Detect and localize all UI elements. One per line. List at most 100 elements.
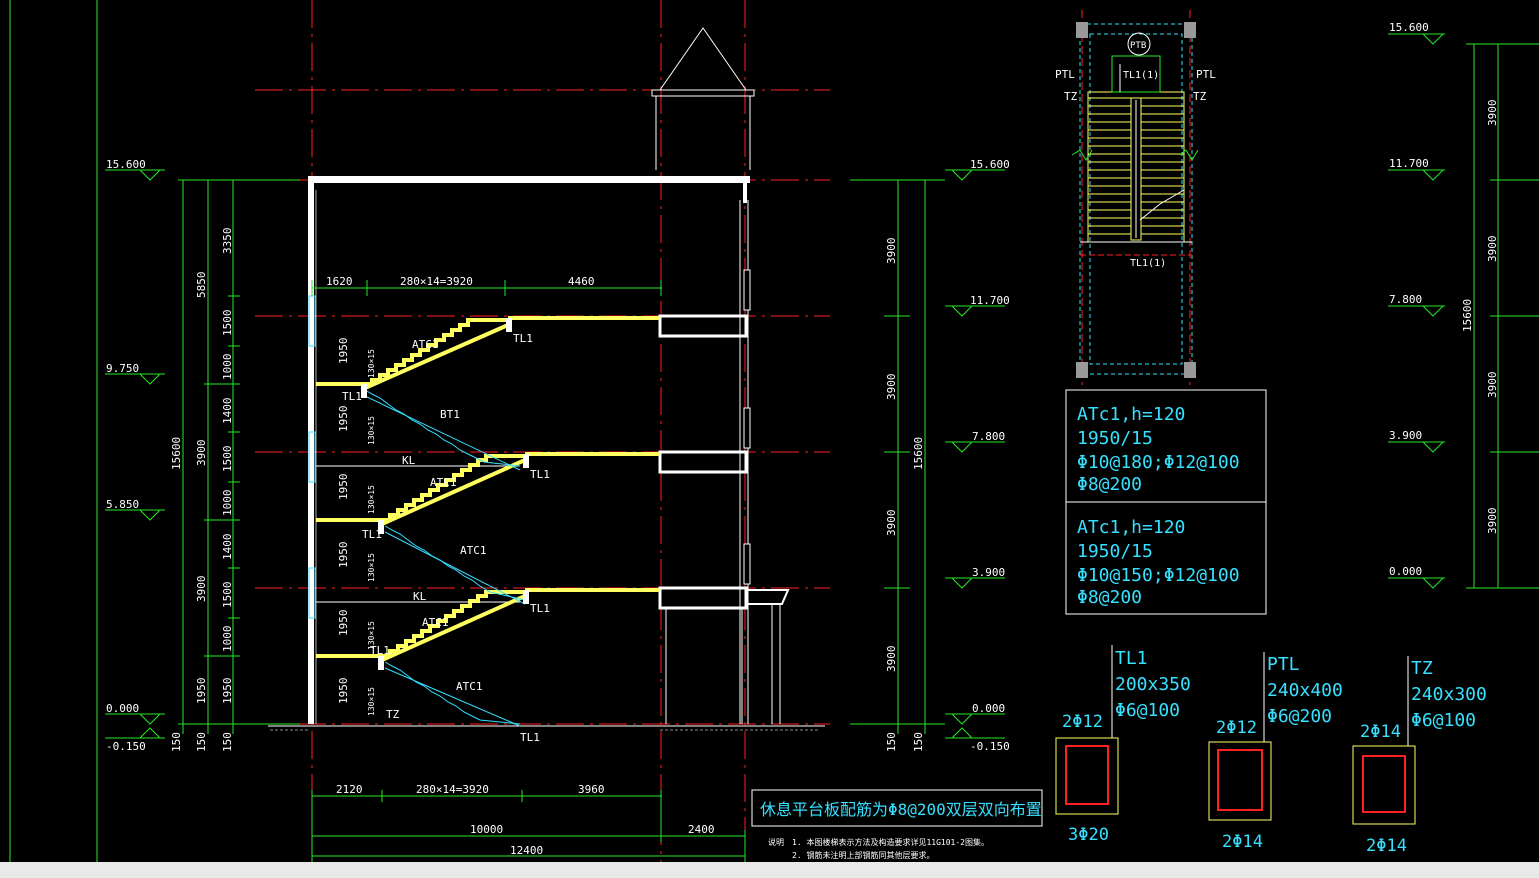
dim-150-c: 150: [221, 732, 234, 752]
notes-line-2: 2. 钢筋未注明上部钢筋同其他层要求。: [792, 850, 934, 860]
beam-detail-ptl: PTL 240x400 Φ6@200 2Φ12 2Φ14: [1208, 652, 1343, 852]
beam-tz-name: TZ: [1411, 658, 1433, 679]
beam-tz-bottom: 2Φ14: [1366, 836, 1407, 856]
beam-tl1-top: 2Φ12: [1062, 712, 1103, 732]
far-elev-0000: 0.000: [1389, 565, 1422, 578]
beam-tl1-name: TL1: [1115, 648, 1148, 669]
beam-tl1-size: 200x350: [1115, 674, 1191, 695]
flight-steps-c: 130×15: [367, 485, 376, 514]
beam-ptl-stirrup: Φ6@200: [1267, 706, 1332, 727]
label-kl-b: KL: [413, 590, 427, 603]
label-atc1-d: ATC1: [422, 616, 449, 629]
flight-dim-d: 1950: [337, 542, 350, 569]
beam-ptl-top: 2Φ12: [1216, 718, 1257, 738]
far-elev-3900: 3.900: [1389, 429, 1422, 442]
right-dim-15600: 15600: [912, 437, 925, 470]
flight-dim-a: 1950: [337, 338, 350, 365]
bottom-dim-12400: 12400: [510, 844, 543, 857]
elev-minus-0150: -0.150: [106, 740, 146, 753]
left-elevations: 15.600 9.750 5.850 0.000 -0.150: [105, 158, 165, 753]
dim-150-b: 150: [195, 732, 208, 752]
notes-block: 休息平台板配筋为Φ8@200双层双向布置 说明 1. 本图楼梯表示方法及构造要求…: [751, 789, 1043, 860]
top-dim-4460: 4460: [568, 275, 595, 288]
left-dim-chains: [178, 179, 300, 734]
spec-upper-2: Φ10@180;Φ12@100: [1077, 452, 1240, 473]
top-dim-steps: 280×14=3920: [400, 275, 473, 288]
label-atc1-a: ATC1: [412, 338, 439, 351]
flight-steps-b: 130×15: [367, 416, 376, 445]
label-atc1-b: ATC1: [430, 476, 457, 489]
flight-steps-a: 130×15: [367, 349, 376, 378]
notes-head: 说明: [768, 837, 784, 847]
spec-upper-0: ATc1,h=120: [1077, 404, 1185, 425]
bottom-dim-steps: 280×14=3920: [416, 783, 489, 796]
dim-1000-a: 1000: [221, 354, 234, 381]
spec-lower-1: 1950/15: [1077, 541, 1153, 562]
label-tl1-c: TL1: [530, 468, 550, 481]
flight-dim-b: 1950: [337, 406, 350, 433]
spec-lower-3: Φ8@200: [1077, 587, 1142, 608]
far-dim-3900-b: 3900: [1486, 236, 1499, 263]
label-atc1-c: ATC1: [460, 544, 487, 557]
far-elev-11700: 11.700: [1389, 157, 1429, 170]
right-elev-7800: 7.800: [972, 430, 1005, 443]
top-dims: 1620 280×14=3920 4460: [311, 275, 662, 296]
right-elev-11700: 11.700: [970, 294, 1010, 307]
elev-15600: 15.600: [106, 158, 146, 171]
plan-tag-tl1-top: TL1(1): [1123, 70, 1159, 81]
beam-tl1-stirrup: Φ6@100: [1115, 700, 1180, 721]
far-dim-3900-d: 3900: [1486, 508, 1499, 535]
plan-tag-tl1-bottom: TL1(1): [1130, 258, 1166, 269]
status-bar: [0, 862, 1539, 878]
beam-ptl-name: PTL: [1267, 654, 1300, 675]
notes-line-1: 1. 本图楼梯表示方法及构造要求详见11G101-2图集。: [792, 837, 989, 847]
far-dim-3900-a: 3900: [1486, 100, 1499, 127]
platform-note-title: 休息平台板配筋为Φ8@200双层双向布置: [760, 800, 1042, 819]
top-dim-1620: 1620: [326, 275, 353, 288]
dim-150-a: 150: [170, 732, 183, 752]
right-elevations: 15.600 11.700 7.800 3.900 0.000 -0.150 3…: [850, 158, 1010, 753]
plan-tag-tz-right: TZ: [1193, 90, 1207, 103]
bottom-dim-2400: 2400: [688, 823, 715, 836]
label-tl1-e: TL1: [530, 602, 550, 615]
left-dim-texts: 15600 5850 3900 3900 1950 150 150 3350 1…: [170, 228, 234, 753]
label-tz: TZ: [386, 708, 400, 721]
label-tl1-a: TL1: [513, 332, 533, 345]
right-dim-150-a: 150: [885, 732, 898, 752]
bottom-dim-3960: 3960: [578, 783, 605, 796]
plan-tag-ptb: PTB: [1130, 41, 1146, 51]
far-dim-3900-c: 3900: [1486, 372, 1499, 399]
label-tl1-d: TL1: [362, 528, 382, 541]
dim-1400-a: 1400: [221, 398, 234, 425]
dim-total-15600: 15600: [170, 437, 183, 470]
elev-5850: 5.850: [106, 498, 139, 511]
beam-tz-size: 240x300: [1411, 684, 1487, 705]
spec-box: ATc1,h=120 1950/15 Φ10@180;Φ12@100 Φ8@20…: [1065, 389, 1267, 615]
flight-dim-e: 1950: [337, 610, 350, 637]
dim-1500-b: 1500: [221, 446, 234, 473]
bottom-dim-2120: 2120: [336, 783, 363, 796]
stair-plan: PTB PTL PTL TZ TZ TL1(1) TL1(1): [1055, 10, 1216, 385]
plan-tag-ptl-left: PTL: [1055, 68, 1075, 81]
label-atc1-e: ATC1: [456, 680, 483, 693]
beam-detail-tl1: TL1 200x350 Φ6@100 2Φ12 3Φ20: [1055, 645, 1191, 845]
beam-tz-top: 2Φ14: [1360, 722, 1401, 742]
stair-labels: ATC1 BT1 ATC1 ATC1 ATC1 ATC1 TL1 TL1 TL1…: [337, 332, 550, 744]
flight-steps-e: 130×15: [367, 621, 376, 650]
right-elev-minus-0150: -0.150: [970, 740, 1010, 753]
beam-tz-stirrup: Φ6@100: [1411, 710, 1476, 731]
building-section: [268, 176, 825, 731]
dim-1950-a: 1950: [195, 678, 208, 705]
flight-dim-f: 1950: [337, 678, 350, 705]
dim-1950-b: 1950: [221, 678, 234, 705]
dim-3350: 3350: [221, 228, 234, 255]
label-tl1-g: TL1: [520, 731, 540, 744]
right-elev-3900: 3.900: [972, 566, 1005, 579]
dim-1400-b: 1400: [221, 534, 234, 561]
elev-9750: 9.750: [106, 362, 139, 375]
dim-1500-a: 1500: [221, 310, 234, 337]
right-dim-3900-d: 3900: [885, 646, 898, 673]
beam-ptl-size: 240x400: [1267, 680, 1343, 701]
dim-3900-b: 3900: [195, 576, 208, 603]
